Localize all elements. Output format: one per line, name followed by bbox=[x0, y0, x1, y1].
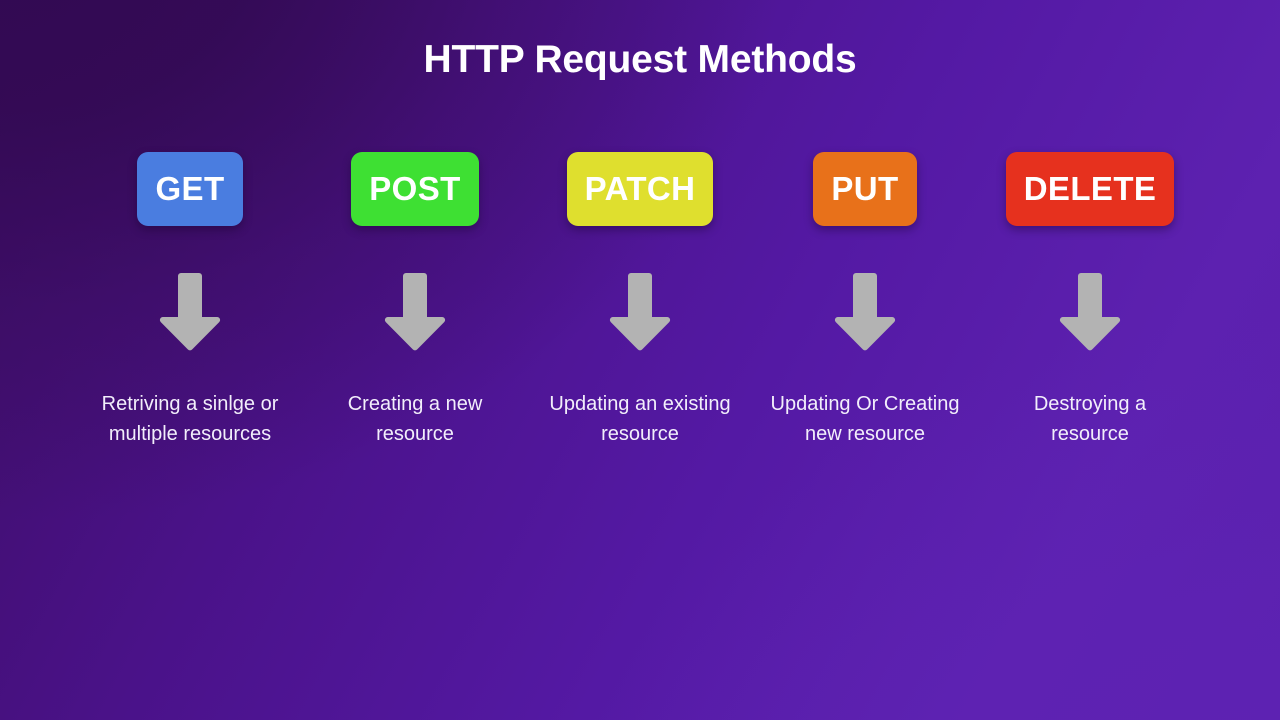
arrow-down-put bbox=[834, 273, 896, 351]
arrow-down-get bbox=[159, 273, 221, 351]
arrow-down-patch bbox=[609, 273, 671, 351]
arrow-down-icon bbox=[834, 273, 896, 351]
method-column-put: PUT Updating Or Creating new resource bbox=[765, 152, 965, 449]
method-column-post: POST Creating a new resource bbox=[315, 152, 515, 449]
method-column-delete: DELETE Destroying a resource bbox=[990, 152, 1190, 449]
method-badge-patch[interactable]: PATCH bbox=[566, 152, 714, 226]
methods-row: GET Retriving a sinlge or multiple resou… bbox=[90, 152, 1190, 449]
arrow-down-icon bbox=[1059, 273, 1121, 351]
arrow-down-delete bbox=[1059, 273, 1121, 351]
method-description-patch: Updating an existing resource bbox=[549, 393, 731, 445]
method-column-get: GET Retriving a sinlge or multiple resou… bbox=[90, 152, 290, 449]
method-column-patch: PATCH Updating an existing resource bbox=[540, 152, 740, 449]
method-badge-delete[interactable]: DELETE bbox=[1005, 152, 1175, 226]
method-description-get: Retriving a sinlge or multiple resources bbox=[101, 393, 279, 445]
method-badge-get[interactable]: GET bbox=[137, 152, 243, 226]
method-description-delete: Destroying a resource bbox=[1033, 393, 1147, 445]
arrow-down-post bbox=[384, 273, 446, 351]
arrow-down-icon bbox=[159, 273, 221, 351]
method-badge-put[interactable]: PUT bbox=[813, 152, 917, 226]
method-badge-post[interactable]: POST bbox=[351, 152, 479, 226]
page-title: HTTP Request Methods bbox=[423, 38, 857, 81]
method-description-post: Creating a new resource bbox=[347, 393, 483, 445]
method-description-put: Updating Or Creating new resource bbox=[770, 393, 960, 445]
arrow-down-icon bbox=[384, 273, 446, 351]
arrow-down-icon bbox=[609, 273, 671, 351]
